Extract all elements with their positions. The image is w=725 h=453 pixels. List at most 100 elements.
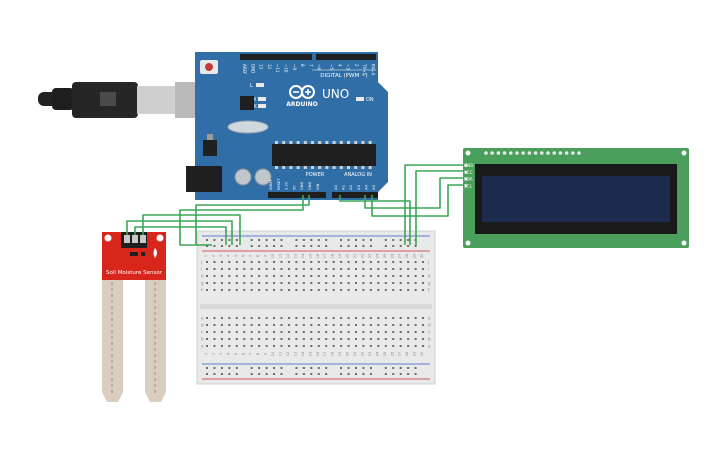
column-number: 1	[204, 353, 208, 355]
tx-led	[258, 97, 266, 101]
digital-header-right	[316, 54, 376, 60]
water-drop-icon	[153, 248, 157, 258]
column-number: 1	[204, 255, 208, 257]
rx-led	[258, 104, 266, 108]
reset-button-cap	[205, 63, 213, 71]
digital-pin-label: AREF	[242, 64, 247, 75]
column-number: 13	[293, 254, 297, 259]
digital-pin-label: GND	[250, 64, 255, 73]
column-number: 12	[286, 352, 290, 357]
column-number: 5	[234, 255, 238, 257]
column-number: 21	[353, 352, 357, 357]
column-number: 2	[211, 353, 215, 355]
lcd-screen	[482, 176, 670, 222]
column-number: 24	[375, 253, 379, 258]
row-letter: e	[428, 316, 431, 321]
column-number: 20	[346, 351, 350, 356]
usb-cable[interactable]	[38, 82, 197, 118]
on-led-label: ON	[366, 97, 374, 103]
digital-pin-label: ~11	[275, 64, 280, 73]
row-letter: h	[428, 274, 431, 279]
column-number: 16	[316, 351, 320, 356]
row-letter: f	[201, 288, 203, 293]
lcd-pin-label: SDA	[464, 177, 473, 182]
breadboard-center-channel	[200, 304, 432, 309]
column-number: 12	[286, 254, 290, 259]
row-letter: a	[428, 344, 431, 349]
soil-moisture-sensor[interactable]: Soil Moisture Sensor	[102, 232, 166, 402]
column-number: 16	[316, 253, 320, 258]
column-number: 17	[323, 254, 327, 259]
power-pin-label: GND	[300, 182, 304, 190]
row-letter: c	[201, 330, 203, 335]
dc-power-jack[interactable]	[186, 166, 222, 192]
digital-pin-label: 8	[300, 64, 305, 67]
wire-a0[interactable]	[339, 195, 411, 245]
digital-label: DIGITAL (PWM ~)	[320, 73, 367, 79]
column-number: 22	[360, 254, 364, 259]
row-letter: g	[428, 281, 431, 286]
column-number: 24	[375, 351, 379, 356]
column-number: 8	[256, 352, 260, 355]
row-letter: f	[428, 288, 430, 293]
row-letter: j	[200, 260, 202, 265]
column-number: 3	[219, 255, 223, 257]
column-number: 10	[271, 351, 275, 356]
wire-lcd-vcc[interactable]	[415, 170, 463, 245]
wire-sensor-3[interactable]	[142, 214, 241, 245]
column-number: 30	[420, 253, 424, 258]
column-number: 19	[338, 253, 342, 258]
column-number: 14	[301, 253, 305, 258]
column-number: 10	[271, 253, 275, 258]
power-pin-label: VIN	[316, 183, 320, 190]
row-letter: d	[428, 323, 431, 328]
digital-pin-label: ~6	[317, 64, 322, 70]
column-number: 4	[226, 254, 230, 257]
digital-pin-label: 12	[267, 64, 272, 70]
column-number: 22	[360, 352, 364, 357]
power-pin-label: IOREF	[269, 179, 273, 190]
power-header	[268, 192, 326, 198]
column-number: 26	[390, 351, 394, 356]
capacitor-1	[234, 168, 252, 186]
sensor-probe-right	[145, 280, 166, 402]
column-number: 28	[405, 351, 409, 356]
wire-lcd-gnd[interactable]	[404, 164, 463, 245]
digital-pin-label: ~5	[329, 64, 334, 70]
digital-pin-label: 7	[308, 64, 313, 67]
column-number: 29	[413, 351, 417, 356]
column-number: 19	[338, 351, 342, 356]
column-number: 18	[331, 351, 335, 356]
column-number: 17	[323, 352, 327, 357]
row-letter: g	[201, 281, 204, 286]
column-number: 15	[308, 352, 312, 357]
column-number: 27	[398, 352, 402, 357]
column-number: 25	[383, 352, 387, 357]
row-letter: a	[201, 344, 204, 349]
row-letter: j	[427, 260, 429, 265]
column-number: 15	[308, 254, 312, 259]
wire-lcd-scl[interactable]	[371, 184, 463, 217]
column-number: 4	[226, 352, 230, 355]
arduino-logo-icon	[289, 85, 315, 99]
wire-lcd-sda[interactable]	[364, 177, 463, 209]
column-number: 23	[368, 352, 372, 357]
column-number: 11	[279, 352, 283, 357]
digital-pin-label: 4	[337, 64, 342, 67]
capacitor-2	[254, 168, 272, 186]
column-number: 3	[219, 353, 223, 355]
digital-pin-label: ~3	[346, 64, 351, 70]
wire-gnd[interactable]	[195, 195, 310, 245]
analog-pin-label: A2	[348, 184, 353, 190]
column-number: 25	[383, 254, 387, 259]
usb-cable-neck	[52, 88, 74, 110]
column-number: 30	[420, 351, 424, 356]
column-number: 9	[264, 352, 268, 355]
row-letter: h	[201, 274, 204, 279]
row-letter: e	[201, 316, 204, 321]
